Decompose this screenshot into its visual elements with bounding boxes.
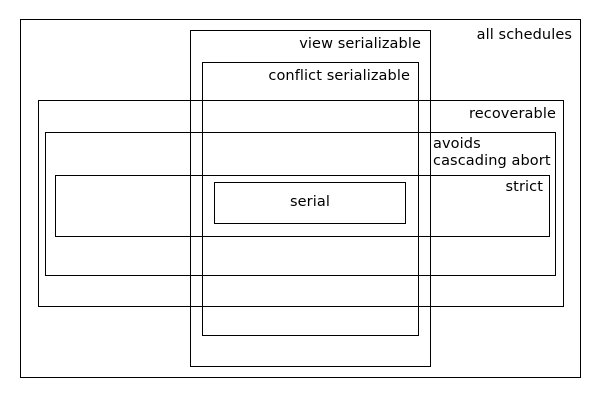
region-strict[interactable]: [55, 175, 550, 237]
region-label-recoverable: recoverable: [468, 106, 556, 122]
region-label-strict: strict: [505, 179, 543, 195]
region-label-conflict-serializable: conflict serializable: [268, 68, 410, 84]
region-recoverable[interactable]: [38, 100, 564, 307]
region-label-serial: serial: [290, 194, 330, 210]
region-label-view-serializable: view serializable: [299, 36, 421, 52]
region-label-avoids-cascading-abort: avoids cascading abort: [433, 136, 551, 169]
region-label-all-schedules: all schedules: [476, 27, 572, 43]
region-avoids-cascading-abort[interactable]: [45, 132, 556, 276]
region-all-schedules[interactable]: [20, 19, 581, 378]
region-serial[interactable]: [214, 182, 406, 224]
region-view-serializable[interactable]: [190, 30, 431, 367]
region-conflict-serializable[interactable]: [202, 62, 419, 336]
